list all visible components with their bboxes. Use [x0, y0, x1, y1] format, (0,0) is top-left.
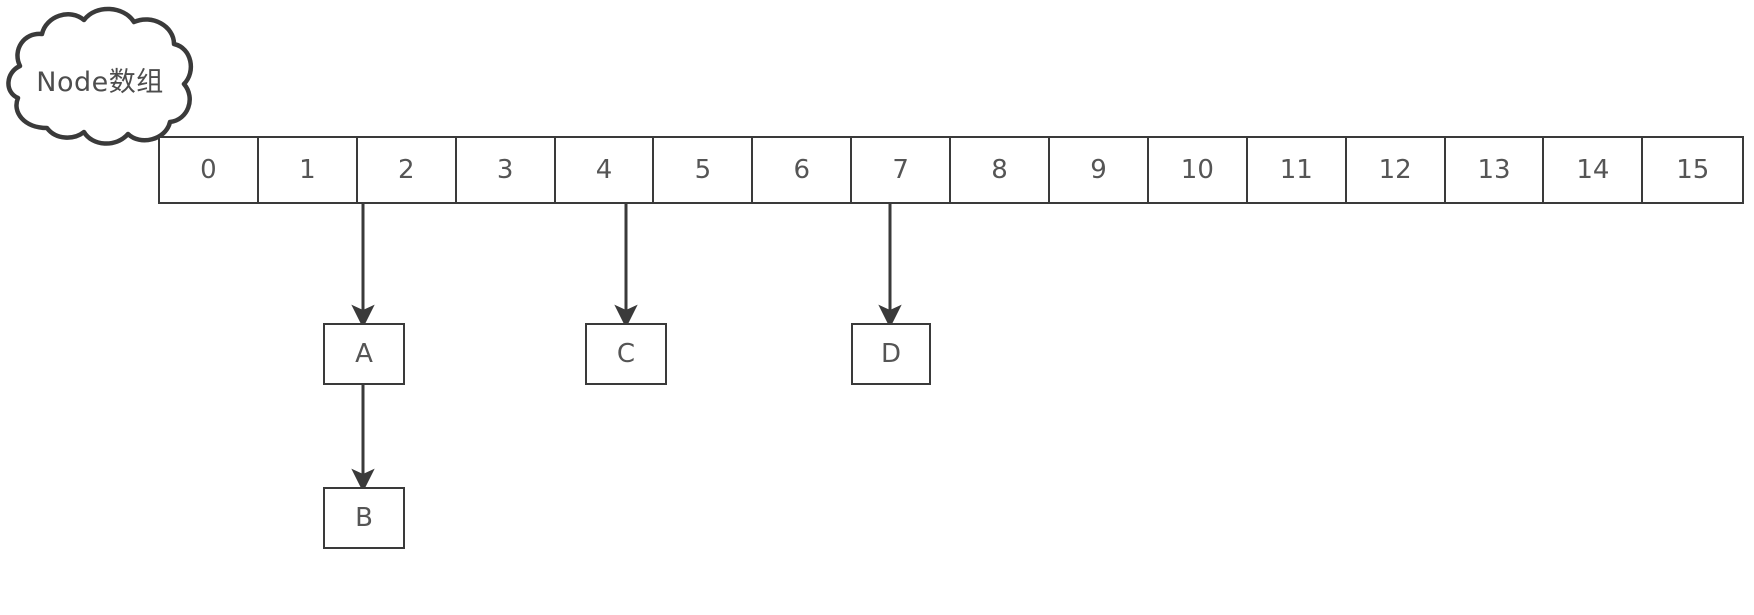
- array-cell-7[interactable]: 7: [852, 138, 952, 202]
- array-cell-0[interactable]: 0: [160, 138, 259, 202]
- array-cell-4[interactable]: 4: [555, 138, 655, 202]
- cloud-shape: [6, 6, 194, 146]
- array-cell-1[interactable]: 1: [258, 138, 358, 202]
- array-cell-5[interactable]: 5: [654, 138, 754, 202]
- array-cell-2[interactable]: 2: [357, 138, 457, 202]
- array-cell-8[interactable]: 8: [951, 138, 1051, 202]
- node-array: 0 1 2 3 4 5 6 7 8 9 10 11 12 13 14 15: [158, 136, 1745, 204]
- node-c[interactable]: C: [585, 323, 667, 385]
- node-d[interactable]: D: [851, 323, 931, 385]
- array-cell-15[interactable]: 15: [1643, 138, 1743, 202]
- array-cell-10[interactable]: 10: [1148, 138, 1248, 202]
- node-a[interactable]: A: [323, 323, 405, 385]
- array-cell-11[interactable]: 11: [1247, 138, 1347, 202]
- array-cell-14[interactable]: 14: [1544, 138, 1644, 202]
- array-cell-6[interactable]: 6: [753, 138, 853, 202]
- array-cell-3[interactable]: 3: [456, 138, 556, 202]
- array-cell-13[interactable]: 13: [1445, 138, 1545, 202]
- array-cell-12[interactable]: 12: [1346, 138, 1446, 202]
- node-b[interactable]: B: [323, 487, 405, 549]
- array-cell-9[interactable]: 9: [1050, 138, 1149, 202]
